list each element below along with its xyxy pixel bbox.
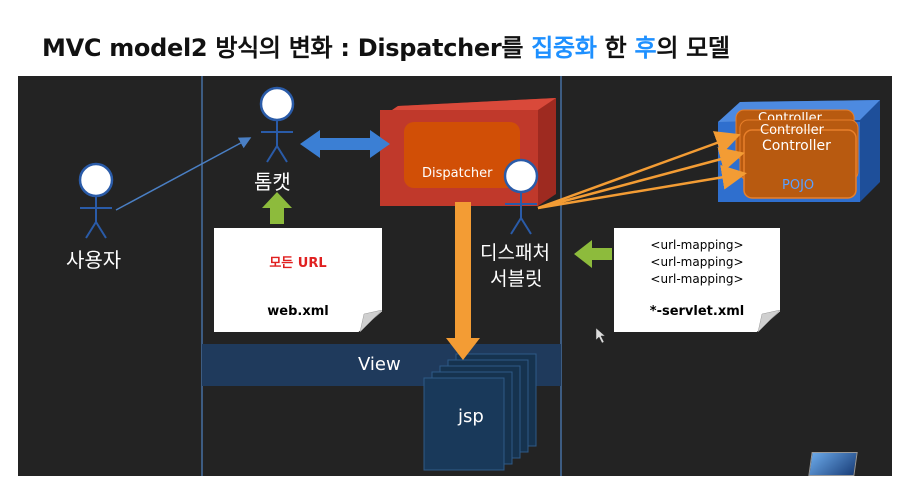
dispatcher-servlet-stick-figure bbox=[503, 158, 539, 235]
dispatcher-servlet-label-line2: 서블릿 bbox=[490, 268, 543, 290]
user-stick-figure bbox=[78, 162, 114, 239]
tomcat-stick-figure bbox=[259, 86, 295, 163]
controller-label-middle: Controller bbox=[760, 123, 824, 134]
mouse-cursor-icon bbox=[595, 327, 606, 344]
webxml-red-text: 모든 URL bbox=[269, 256, 327, 271]
jsp-pages-stack bbox=[423, 353, 537, 471]
servletxml-file-name: *-servlet.xml bbox=[649, 304, 745, 319]
dispatcher-servlet-label-line1: 디스패처 bbox=[480, 242, 550, 264]
dispatcher-box bbox=[380, 98, 556, 206]
video-thumbnail-icon bbox=[808, 452, 858, 476]
title-part2: 한 bbox=[596, 34, 635, 62]
view-label: View bbox=[358, 354, 401, 375]
controller-label-front: Controller bbox=[762, 138, 831, 154]
diagram-canvas: 모든 URL web.xml <url-mapping> <url-mappin… bbox=[18, 76, 892, 476]
dispatcher-box-label: Dispatcher bbox=[422, 166, 493, 181]
servlet-to-controller-arrow-2 bbox=[537, 147, 745, 210]
webxml-card-fold bbox=[360, 310, 383, 333]
servletxml-line-2: <url-mapping> bbox=[650, 255, 744, 269]
pojo-label: POJO bbox=[782, 178, 815, 193]
diagram-graphics bbox=[78, 76, 880, 476]
title-part1: MVC model2 방식의 변화 : Dispatcher를 bbox=[42, 34, 532, 62]
jsp-label: jsp bbox=[458, 406, 484, 427]
servlet-to-controller-arrow-3 bbox=[537, 164, 747, 210]
webxml-file-name: web.xml bbox=[267, 304, 329, 319]
title-highlight-2: 후 bbox=[634, 34, 657, 62]
servletxml-line-3: <url-mapping> bbox=[650, 272, 744, 286]
slide-title: MVC model2 방식의 변화 : Dispatcher를 집중화 한 후의… bbox=[42, 26, 730, 70]
servletxml-line-1: <url-mapping> bbox=[650, 238, 744, 252]
controller-label-back: Controller bbox=[758, 111, 822, 120]
tomcat-label: 톰캣 bbox=[254, 170, 291, 194]
title-highlight-1: 집중화 bbox=[531, 34, 597, 62]
tomcat-dispatcher-double-arrow bbox=[300, 130, 390, 158]
servletxml-card-fold bbox=[758, 310, 781, 333]
user-label: 사용자 bbox=[66, 248, 122, 272]
user-to-tomcat-arrow bbox=[115, 137, 252, 211]
servletxml-card: <url-mapping> <url-mapping> <url-mapping… bbox=[614, 228, 780, 332]
servlet-to-controller-arrow-1 bbox=[537, 131, 741, 210]
webxml-to-tomcat-arrow bbox=[262, 192, 292, 224]
webxml-card: 모든 URL web.xml bbox=[214, 228, 382, 332]
dispatcher-to-view-arrow bbox=[446, 202, 480, 360]
title-part3: 의 모델 bbox=[656, 34, 730, 62]
servletxml-to-dispatcher-arrow bbox=[574, 240, 612, 268]
